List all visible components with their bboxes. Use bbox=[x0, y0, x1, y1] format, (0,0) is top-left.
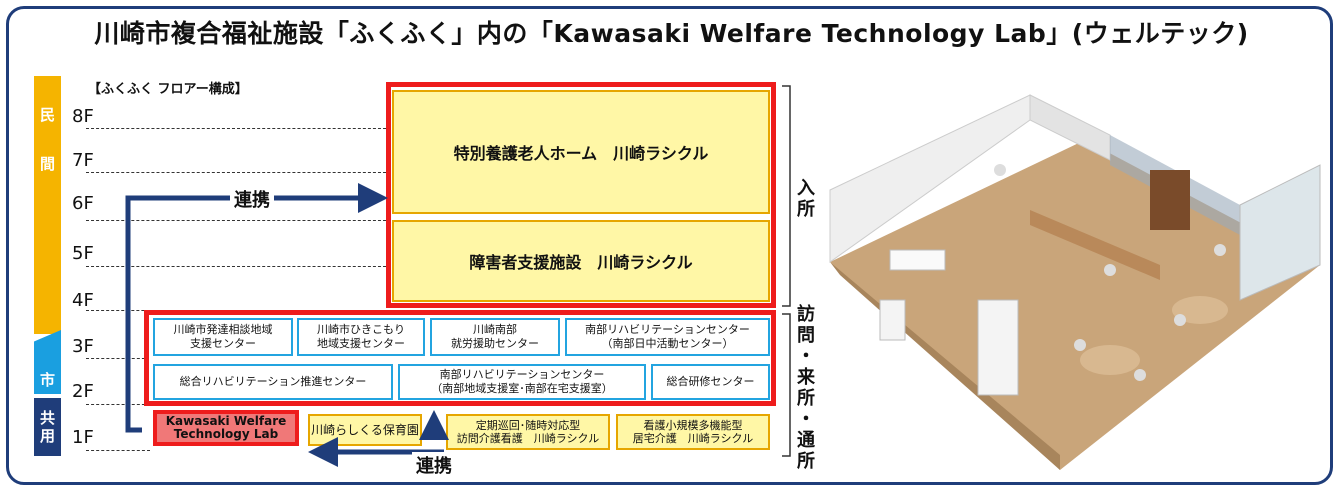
hikikomori-support-center: 川崎市ひきこもり地域支援センター bbox=[297, 318, 425, 356]
char: 来 bbox=[797, 367, 815, 388]
bracket-admission bbox=[782, 85, 791, 307]
figure bbox=[1174, 314, 1186, 326]
sector-bar-private: 民 間 bbox=[34, 76, 61, 334]
link-label-bottom: 連携 bbox=[412, 452, 456, 478]
nursing-home-box: 特別養護老人ホーム 川崎ラシクル bbox=[392, 90, 770, 214]
line: Technology Lab bbox=[173, 427, 279, 441]
small-multifunction-care-box: 看護小規模多機能型居宅介護 川崎ラシクル bbox=[616, 414, 770, 450]
line: Kawasaki Welfare bbox=[165, 414, 287, 428]
partition bbox=[879, 299, 906, 341]
floor-line bbox=[86, 220, 386, 221]
floor-label-3f: 3F bbox=[72, 336, 94, 357]
floor-label-7f: 7F bbox=[72, 150, 94, 171]
admission-label: 入 所 bbox=[796, 178, 816, 220]
development-consult-center: 川崎市発達相談地域支援センター bbox=[153, 318, 293, 356]
floor-line bbox=[86, 172, 386, 173]
line: 南部リハビリテーションセンター bbox=[585, 323, 750, 336]
floor-heading: 【ふくふく フロアー構成】 bbox=[88, 82, 248, 97]
char: ・ bbox=[797, 409, 815, 430]
floor-line bbox=[86, 404, 150, 405]
rehab-promotion-center: 総合リハビリテーション推進センター bbox=[153, 364, 393, 400]
line: 就労援助センター bbox=[451, 337, 539, 350]
floor-label-6f: 6F bbox=[72, 193, 94, 214]
sector-shared-char-2: 用 bbox=[39, 427, 55, 445]
disability-support-box: 障害者支援施設 川崎ラシクル bbox=[392, 220, 770, 302]
line: 看護小規模多機能型 bbox=[643, 419, 743, 432]
line: 訪問介護看護 川崎ラシクル bbox=[456, 432, 600, 445]
char: 所 bbox=[797, 451, 815, 472]
floor-line bbox=[86, 358, 150, 359]
line: 総合リハビリテーション推進センター bbox=[179, 375, 367, 388]
floor-line bbox=[86, 128, 386, 129]
char: 問 bbox=[797, 325, 815, 346]
char: 入 bbox=[797, 178, 815, 199]
floor-line bbox=[86, 266, 386, 267]
figure bbox=[1134, 369, 1146, 381]
table-2 bbox=[1080, 345, 1140, 375]
line: （南部日中活動センター） bbox=[601, 337, 734, 350]
line: （南部地域支援室･南部在宅支援室） bbox=[431, 382, 613, 395]
shelf bbox=[1150, 170, 1190, 230]
sector-private-char-2: 間 bbox=[39, 155, 55, 173]
link-label-top: 連携 bbox=[230, 186, 274, 212]
line: 総合研修センター bbox=[666, 375, 755, 388]
south-rehab-regional-center: 南部リハビリテーションセンター（南部地域支援室･南部在宅支援室） bbox=[398, 364, 646, 400]
floor-label-5f: 5F bbox=[72, 243, 94, 264]
right-glass-wall bbox=[1239, 164, 1321, 301]
char: 通 bbox=[797, 430, 815, 451]
line: 支援センター bbox=[190, 337, 256, 350]
char: 所 bbox=[797, 199, 815, 220]
table-1 bbox=[1172, 296, 1228, 324]
floor-label-1f: 1F bbox=[72, 427, 94, 448]
floor-label-8f: 8F bbox=[72, 106, 94, 127]
char: ・ bbox=[797, 346, 815, 367]
figure bbox=[1214, 244, 1226, 256]
periodic-visit-care-box: 定期巡回･随時対応型訪問介護看護 川崎ラシクル bbox=[446, 414, 610, 450]
pillar bbox=[977, 299, 1019, 396]
visit-label: 訪 問 ・ 来 所 ・ 通 所 bbox=[796, 304, 816, 472]
char: 所 bbox=[797, 388, 815, 409]
counter bbox=[1030, 210, 1160, 280]
room-floor bbox=[830, 140, 1320, 470]
bracket-visit bbox=[782, 313, 791, 457]
line: 南部リハビリテーションセンター bbox=[439, 368, 605, 381]
line: 川崎市ひきこもり bbox=[317, 323, 405, 336]
char: 訪 bbox=[797, 304, 815, 325]
line: 川崎南部 bbox=[473, 323, 517, 336]
page-title: 川崎市複合福祉施設「ふくふく」内の「Kawasaki Welfare Techn… bbox=[94, 19, 1249, 48]
sector-bar-city: 市 bbox=[34, 330, 61, 394]
south-rehab-day-center: 南部リハビリテーションセンター（南部日中活動センター） bbox=[565, 318, 770, 356]
figure bbox=[994, 164, 1006, 176]
employment-support-center: 川崎南部就労援助センター bbox=[430, 318, 560, 356]
line: 川崎市発達相談地域 bbox=[173, 323, 273, 336]
figure bbox=[1074, 339, 1086, 351]
line: 地域支援センター bbox=[317, 337, 405, 350]
floor-label-2f: 2F bbox=[72, 381, 94, 402]
training-center: 総合研修センター bbox=[651, 364, 770, 400]
floor-line bbox=[86, 450, 150, 451]
sector-bar-shared: 共 用 bbox=[34, 398, 61, 456]
nursery-box: 川崎らしくる保育園 bbox=[308, 414, 422, 446]
bed bbox=[889, 249, 946, 271]
line: 居宅介護 川崎ラシクル bbox=[632, 432, 754, 445]
figure bbox=[1104, 264, 1116, 276]
sector-shared-char-1: 共 bbox=[39, 409, 55, 427]
sector-city-char: 市 bbox=[39, 371, 55, 389]
line: 定期巡回･随時対応型 bbox=[475, 419, 581, 432]
sector-private-char-1: 民 bbox=[39, 106, 55, 124]
floor-label-4f: 4F bbox=[72, 290, 94, 311]
